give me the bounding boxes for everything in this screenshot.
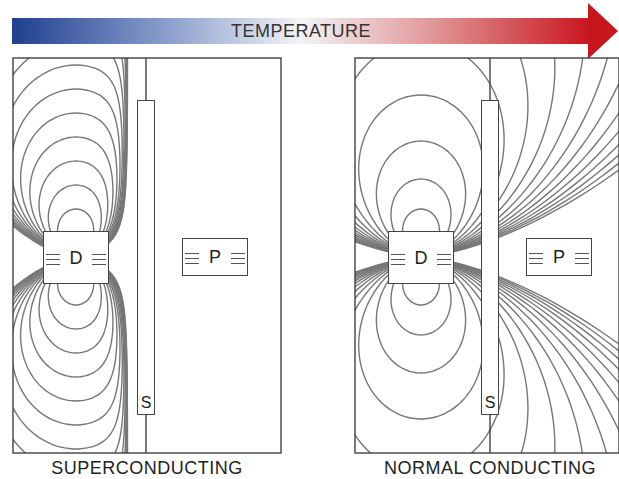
field-stub bbox=[46, 264, 60, 265]
field-line bbox=[13, 257, 127, 453]
field-line bbox=[13, 58, 124, 257]
field-line bbox=[355, 257, 555, 453]
panel-caption: SUPERCONDUCTING bbox=[51, 458, 243, 479]
field-line bbox=[355, 257, 585, 453]
field-stub bbox=[575, 253, 589, 254]
field-stub bbox=[231, 258, 245, 259]
field-stub bbox=[185, 258, 199, 259]
field-stub bbox=[92, 264, 106, 265]
temperature-arrow: TEMPERATURE bbox=[12, 18, 590, 44]
field-stub bbox=[231, 263, 245, 264]
part-letter: D bbox=[415, 249, 428, 267]
detector-box: D bbox=[43, 231, 109, 284]
field-line bbox=[13, 257, 125, 453]
part-letter: P bbox=[553, 248, 565, 266]
field-stub bbox=[575, 263, 589, 264]
field-line bbox=[13, 58, 127, 257]
field-stub bbox=[46, 254, 60, 255]
field-stub bbox=[391, 254, 405, 255]
probe-box: P bbox=[526, 238, 592, 276]
field-line bbox=[13, 257, 127, 453]
field-line bbox=[13, 257, 124, 453]
field-line bbox=[13, 58, 127, 257]
field-line bbox=[13, 58, 125, 257]
panel-caption: NORMAL CONDUCTING bbox=[384, 458, 596, 479]
field-line bbox=[13, 257, 126, 453]
field-stub bbox=[391, 264, 405, 265]
detector-box: D bbox=[388, 231, 454, 284]
probe-box: P bbox=[182, 238, 248, 276]
field-stub bbox=[529, 253, 543, 254]
field-line bbox=[13, 257, 127, 453]
panel-frame bbox=[355, 58, 619, 453]
field-stub bbox=[231, 253, 245, 254]
axis-label: TEMPERATURE bbox=[231, 22, 371, 40]
field-line bbox=[13, 58, 126, 257]
field-stub bbox=[185, 263, 199, 264]
field-stub bbox=[185, 253, 199, 254]
field-stub bbox=[92, 254, 106, 255]
field-line bbox=[355, 58, 555, 257]
field-line bbox=[13, 58, 127, 257]
part-letter: S bbox=[485, 395, 496, 411]
panel-frame bbox=[13, 58, 281, 453]
shield-bar: S bbox=[481, 100, 499, 415]
field-stub bbox=[529, 263, 543, 264]
field-stub bbox=[575, 258, 589, 259]
field-stub bbox=[391, 259, 405, 260]
field-stub bbox=[46, 259, 60, 260]
arrow-head bbox=[588, 3, 618, 59]
field-line bbox=[355, 58, 585, 257]
part-letter: S bbox=[141, 395, 152, 411]
part-letter: D bbox=[70, 249, 83, 267]
field-stub bbox=[92, 259, 106, 260]
field-stub bbox=[437, 259, 451, 260]
field-line bbox=[13, 257, 122, 449]
field-line bbox=[355, 257, 528, 453]
field-stub bbox=[529, 258, 543, 259]
field-line bbox=[13, 257, 127, 453]
part-letter: P bbox=[209, 248, 221, 266]
shield-bar: S bbox=[137, 100, 155, 415]
field-stub bbox=[437, 254, 451, 255]
field-stub bbox=[437, 264, 451, 265]
field-line bbox=[13, 58, 127, 257]
field-line bbox=[13, 65, 122, 257]
